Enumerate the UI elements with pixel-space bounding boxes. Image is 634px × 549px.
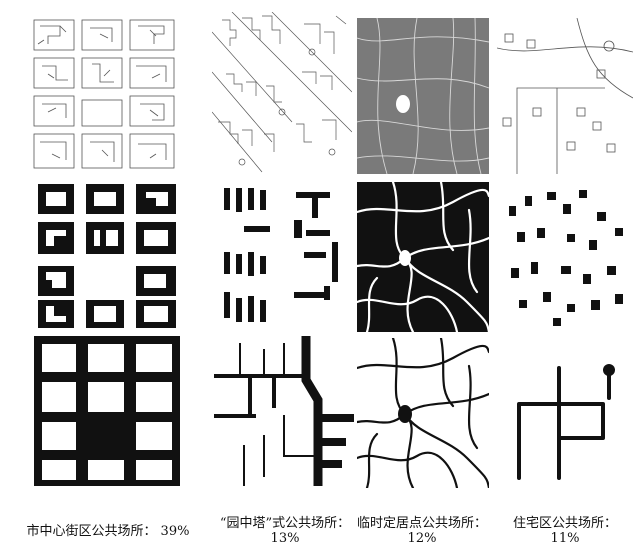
- residential-sketch-drawing: [497, 18, 633, 174]
- panel-settlement-figure-ground: [357, 182, 489, 332]
- caption-city-center-percent: 39%: [160, 524, 190, 539]
- panel-settlement-sketch: [357, 18, 489, 174]
- caption-residential-percent: 11%: [550, 531, 580, 546]
- tower-park-network: [214, 336, 354, 486]
- panel-residential-sketch: [497, 18, 633, 174]
- caption-residential: 住宅区公共场所： 11%: [498, 516, 632, 546]
- panel-residential-figure-ground: [497, 182, 633, 332]
- caption-tower-park-percent: 13%: [270, 531, 300, 546]
- panel-tower-park-sketch: [212, 12, 352, 174]
- panel-city-center-sketch: [30, 14, 180, 174]
- caption-city-center-name: 市中心街区公共场所：: [26, 524, 157, 539]
- caption-settlement-name: 临时定居点公共场所：: [356, 516, 487, 531]
- panel-tower-park-figure-ground: [220, 182, 350, 332]
- residential-road-network: [517, 364, 615, 480]
- panel-residential-public-space: [497, 338, 633, 488]
- panel-city-center-public-space: [34, 336, 180, 486]
- caption-settlement: 临时定居点公共场所： 12%: [352, 516, 492, 546]
- city-center-blocks-figure: [38, 184, 176, 328]
- panel-tower-park-public-space: [214, 336, 354, 486]
- city-center-sketch-drawing: [33, 19, 175, 169]
- residential-houses-figure: [509, 190, 623, 326]
- caption-tower-park-name: “园中塔”式公共场所：: [219, 516, 351, 531]
- tower-park-blocks-figure: [224, 188, 338, 322]
- caption-settlement-percent: 12%: [407, 531, 437, 546]
- panel-city-center-figure-ground: [34, 180, 180, 330]
- tower-park-sketch-drawing: [212, 12, 352, 173]
- caption-tower-park: “园中塔”式公共场所： 13%: [210, 516, 360, 546]
- settlement-network: [357, 338, 489, 488]
- caption-residential-name: 住宅区公共场所：: [512, 516, 617, 531]
- settlement-network-figure: [357, 182, 489, 332]
- caption-city-center: 市中心街区公共场所：39%: [8, 524, 208, 539]
- settlement-sketch-drawing: [357, 18, 489, 174]
- panel-settlement-public-space: [357, 338, 489, 488]
- city-center-grid-network: [34, 336, 180, 486]
